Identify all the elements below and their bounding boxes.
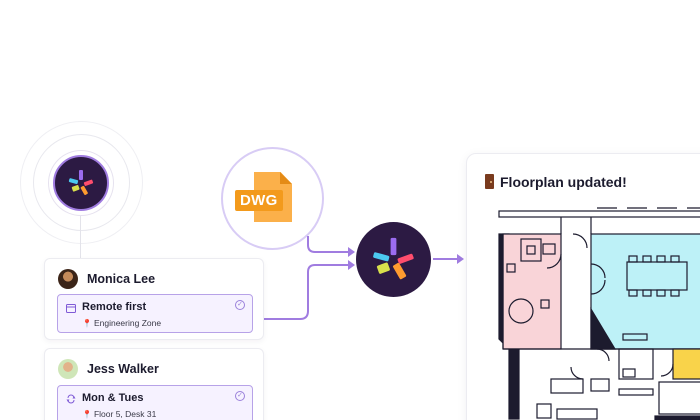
calendar-icon [66, 303, 76, 316]
dwg-label: DWG [235, 190, 283, 211]
pinwheel-logo-icon [373, 237, 414, 280]
panel-title: Floorplan updated! [500, 174, 627, 190]
user-header: Monica Lee [58, 269, 155, 289]
booking-location-text: Floor 5, Desk 31 [93, 409, 157, 419]
user-card-monica[interactable]: Monica Lee Remote first 📍Engineering Zon… [44, 258, 264, 340]
repeat-icon [66, 394, 76, 407]
app-logo-large [356, 222, 431, 297]
door-icon [485, 174, 494, 189]
user-header: Jess Walker [58, 359, 159, 379]
booking-location: 📍Engineering Zone [82, 318, 161, 328]
floorplan-drawing [498, 207, 700, 420]
outer-ring [20, 121, 143, 244]
map-pin-icon: 📍 [82, 410, 92, 419]
avatar [58, 359, 78, 379]
connector-line [80, 215, 81, 260]
floorplan-panel[interactable]: Floorplan updated! [466, 153, 700, 420]
check-circle-icon: ✓ [235, 300, 245, 310]
map-pin-icon: 📍 [82, 319, 92, 328]
booking-title: Mon & Tues [82, 392, 144, 404]
booking-location-text: Engineering Zone [93, 318, 162, 328]
pinwheel-logo-icon [68, 170, 94, 195]
user-name: Monica Lee [87, 272, 156, 286]
avatar [58, 269, 78, 289]
middle-ring [33, 134, 130, 231]
check-circle-icon: ✓ [235, 391, 245, 401]
user-card-jess[interactable]: Jess Walker Mon & Tues 📍Floor 5, Desk 31… [44, 348, 264, 420]
user-name: Jess Walker [87, 362, 159, 376]
booking-title: Remote first [82, 301, 147, 313]
booking-chip[interactable]: Remote first 📍Engineering Zone ✓ [57, 294, 253, 333]
booking-location: 📍Floor 5, Desk 31 [82, 409, 156, 419]
booking-chip[interactable]: Mon & Tues 📍Floor 5, Desk 31 ✓ [57, 385, 253, 420]
app-logo-small [53, 155, 109, 211]
